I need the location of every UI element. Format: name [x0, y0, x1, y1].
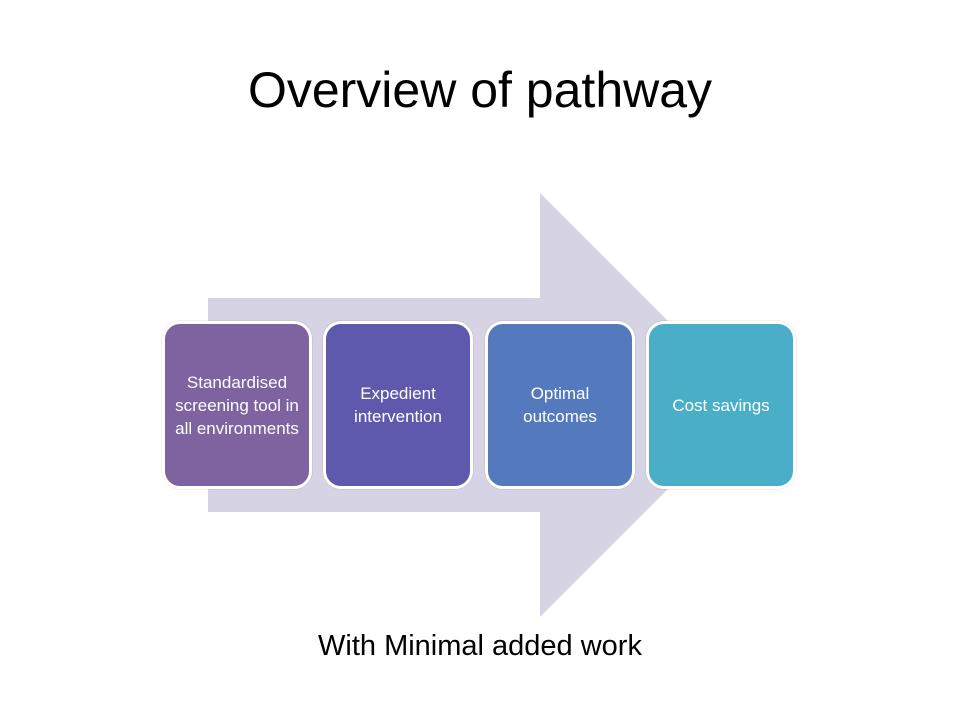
step-label-screening-tool: Standardised screening tool in all envir… [175, 372, 299, 438]
step-box-optimal-outcomes: Optimal outcomes [485, 321, 635, 489]
slide-title: Overview of pathway [247, 62, 713, 118]
step-label-cost-savings: Cost savings [672, 395, 770, 415]
step-box-cost-savings: Cost savings [646, 321, 796, 489]
step-box-expedient-intervention: Expedient intervention [323, 321, 473, 489]
step-box-screening-tool: Standardised screening tool in all envir… [162, 321, 312, 489]
step-label-optimal-outcomes: Optimal outcomes [523, 384, 597, 426]
slide-subtitle: With Minimal added work [318, 630, 642, 662]
background-arrow-shape [208, 193, 752, 617]
step-label-expedient-intervention: Expedient intervention [354, 384, 442, 426]
